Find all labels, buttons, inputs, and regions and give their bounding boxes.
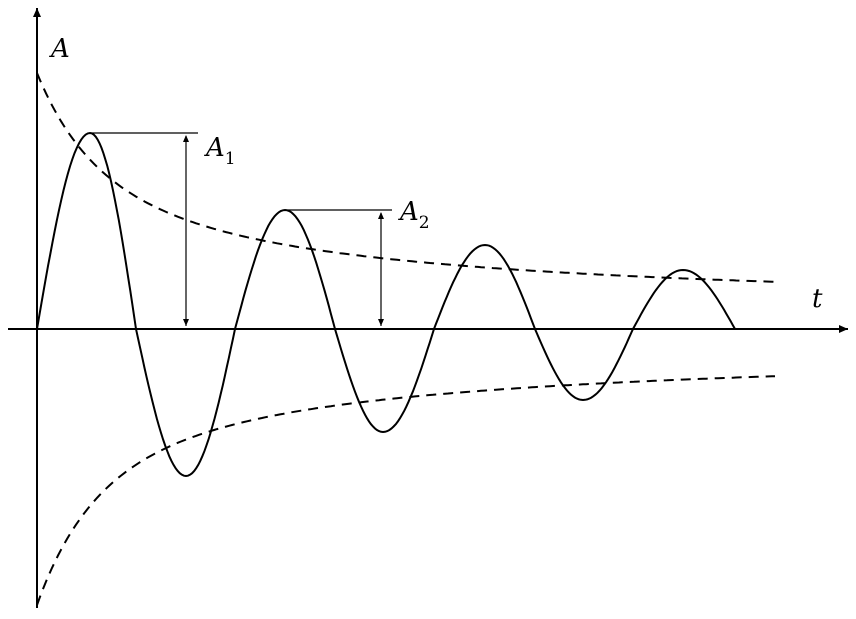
x-axis-label: t (812, 284, 823, 314)
upper-envelope-curve (36, 72, 776, 283)
amplitude-1-label: A1 (204, 133, 236, 169)
lower-envelope-curve (36, 375, 776, 606)
amplitude-2-label: A2 (398, 197, 430, 233)
damped-oscillation-curve (36, 131, 736, 478)
y-axis-label: A (49, 34, 70, 64)
